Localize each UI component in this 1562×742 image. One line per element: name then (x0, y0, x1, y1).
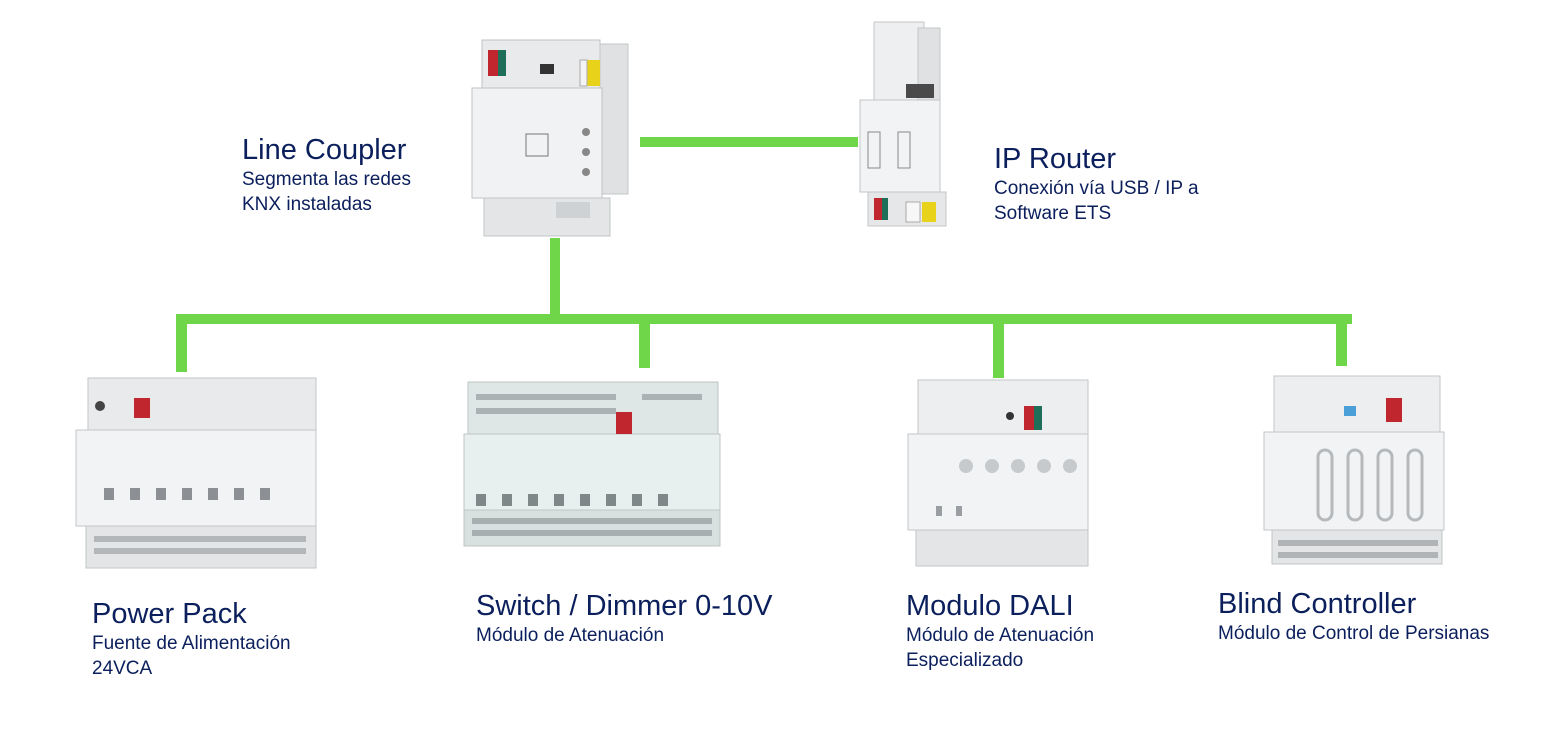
line-coupler-title: Line Coupler (242, 134, 407, 166)
power-pack-title: Power Pack (92, 598, 247, 630)
dali-device (906, 376, 1096, 570)
switch-dimmer-title: Switch / Dimmer 0-10V (476, 590, 773, 622)
blind-controller-device (1262, 372, 1452, 568)
switch-dimmer-label: Switch / Dimmer 0-10V Módulo de Atenuaci… (476, 589, 773, 648)
bus-drop-dali (993, 314, 1004, 378)
line-coupler-subtitle: Segmenta las redes KNX instaladas (242, 169, 411, 215)
power-pack-label: Power Pack Fuente de Alimentación 24VCA (92, 597, 291, 681)
bus-drop-blind (1336, 314, 1347, 366)
bus-link-coupler-router (640, 137, 858, 147)
dali-subtitle: Módulo de Atenuación Especializado (906, 625, 1095, 671)
blind-controller-label: Blind Controller Módulo de Control de Pe… (1218, 587, 1489, 646)
bus-main-line (176, 314, 1352, 324)
bus-drop-power-pack (176, 314, 187, 372)
line-coupler-label: Line Coupler Segmenta las redes KNX inst… (242, 133, 411, 217)
bus-drop-coupler (550, 238, 560, 320)
ip-router-device (856, 20, 956, 230)
power-pack-device (74, 372, 324, 572)
ip-router-title: IP Router (994, 143, 1116, 175)
switch-dimmer-device (462, 378, 724, 550)
line-coupler-device (470, 38, 640, 238)
blind-controller-subtitle: Módulo de Control de Persianas (1218, 623, 1490, 644)
ip-router-subtitle: Conexión vía USB / IP a Software ETS (994, 178, 1199, 224)
dali-title: Modulo DALI (906, 590, 1074, 622)
ip-router-label: IP Router Conexión vía USB / IP a Softwa… (994, 142, 1199, 226)
power-pack-subtitle: Fuente de Alimentación 24VCA (92, 633, 291, 679)
blind-controller-title: Blind Controller (1218, 588, 1417, 620)
bus-drop-switch-dimmer (639, 314, 650, 368)
switch-dimmer-subtitle: Módulo de Atenuación (476, 625, 665, 646)
dali-label: Modulo DALI Módulo de Atenuación Especia… (906, 589, 1094, 673)
